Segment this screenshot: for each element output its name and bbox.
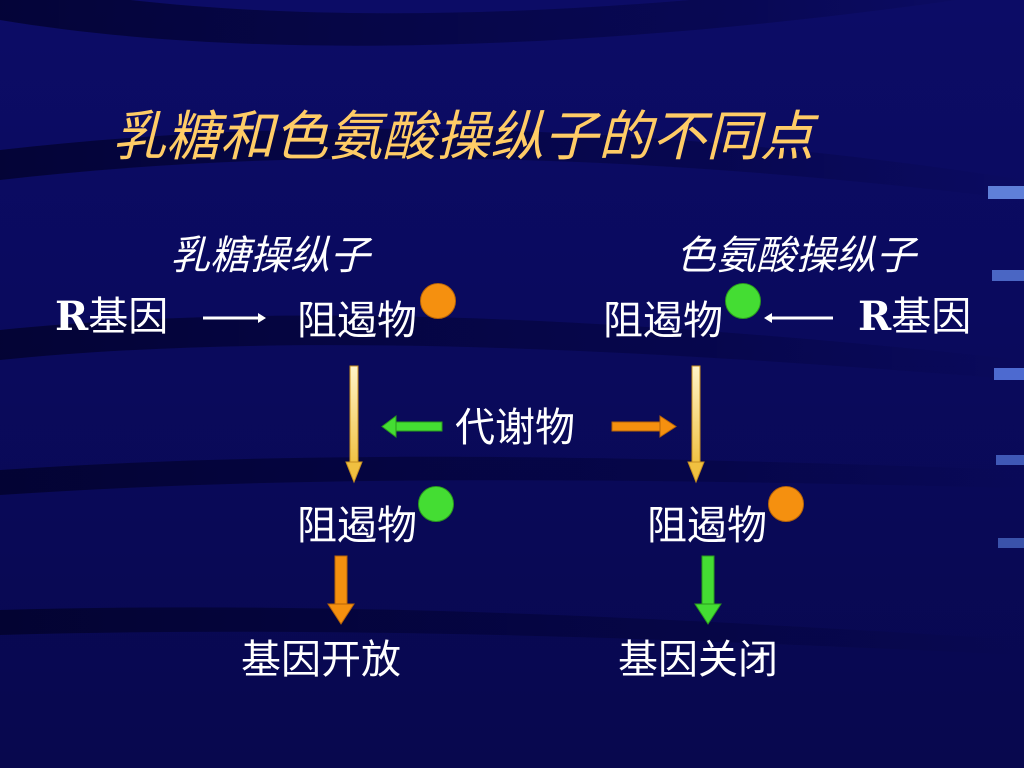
lac-r-gene-label: 基因 xyxy=(88,294,169,340)
trp-outcome: 基因关闭 xyxy=(618,637,778,683)
lac-down-connector-arrow xyxy=(345,365,363,484)
trp-outcome-arrow-green xyxy=(694,555,722,625)
lac-repressor-top: 阻遏物 xyxy=(297,298,417,344)
trp-down-connector-arrow xyxy=(687,365,705,484)
lac-operon-heading: 乳糖操纵子 xyxy=(170,233,370,279)
lac-outcome-arrow-orange xyxy=(327,555,355,625)
page-title: 乳糖和色氨酸操纵子的不同点 xyxy=(112,105,814,168)
trp-corepressor-dot-green xyxy=(725,283,761,319)
metabolite-label: 代谢物 xyxy=(455,405,575,451)
lac-r-letter: R xyxy=(55,293,89,340)
trp-r-gene: R基因 xyxy=(858,294,972,340)
metabolite-left-arrow-green xyxy=(381,415,443,438)
lac-repressor-bottom: 阻遏物 xyxy=(297,503,417,549)
trp-r-gene-label: 基因 xyxy=(891,294,972,340)
trp-corepressor-dot-orange xyxy=(768,486,804,522)
trp-operon-heading: 色氨酸操纵子 xyxy=(676,233,916,279)
trp-r-letter: R xyxy=(858,293,892,340)
lac-inducer-dot-orange xyxy=(420,283,456,319)
lac-inducer-dot-green xyxy=(418,486,454,522)
metabolite-right-arrow-orange xyxy=(611,415,677,438)
lac-r-gene-connector xyxy=(203,313,266,323)
lac-outcome: 基因开放 xyxy=(241,637,401,683)
trp-r-gene-connector xyxy=(764,313,833,323)
trp-repressor-top: 阻遏物 xyxy=(603,298,723,344)
lac-r-gene: R基因 xyxy=(55,294,169,340)
trp-repressor-bottom: 阻遏物 xyxy=(647,503,767,549)
